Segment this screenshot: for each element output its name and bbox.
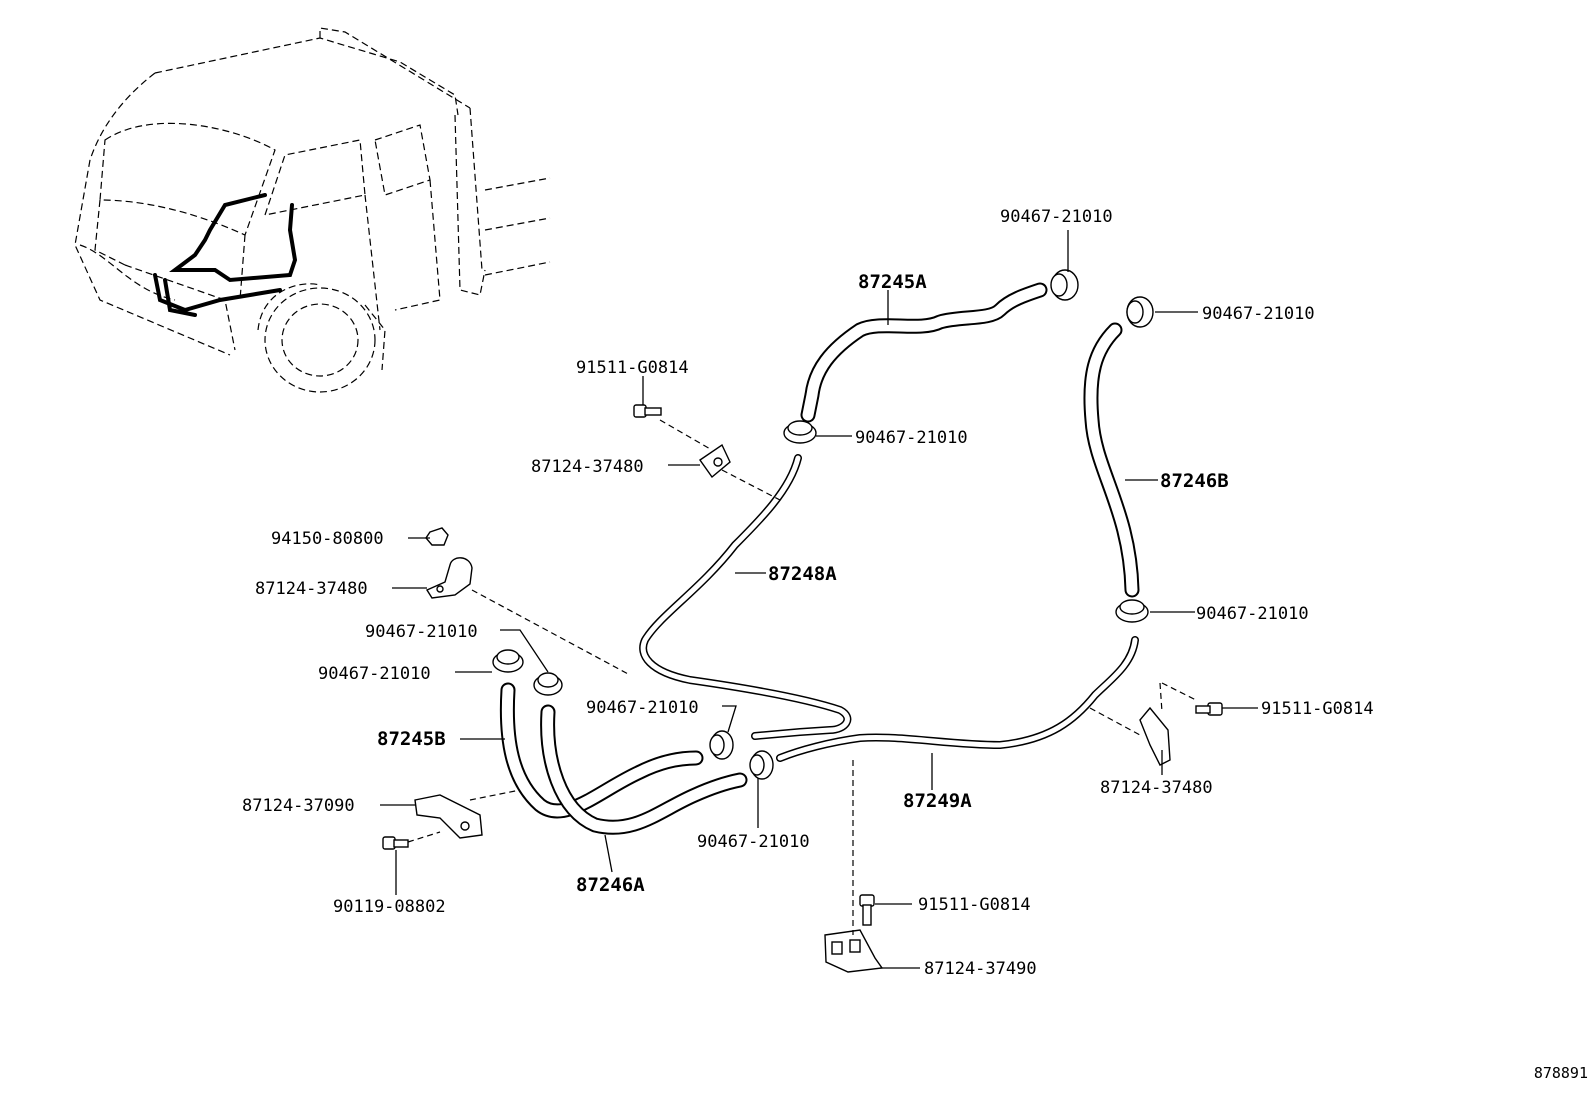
label-94150-80800: 94150-80800 — [271, 529, 384, 549]
bracket-icon — [824, 929, 884, 973]
label-90119-08802: 90119-08802 — [333, 897, 446, 917]
nut-icon — [425, 527, 449, 546]
clamp-icon — [1050, 269, 1079, 301]
hoses — [499, 282, 1140, 835]
label-87248A: 87248A — [768, 563, 837, 585]
figure-reference-number: 878891 — [1534, 1064, 1588, 1082]
bolt-icon — [633, 404, 662, 418]
leader-lines — [380, 230, 1258, 969]
bracket-icon — [699, 443, 731, 479]
label-87245B: 87245B — [377, 728, 446, 750]
hose-clamps — [492, 269, 1154, 780]
label-87245A: 87245A — [858, 271, 927, 293]
label-87246A: 87246A — [576, 874, 645, 896]
assembly-lines — [407, 419, 1197, 935]
clamp-icon — [709, 730, 734, 760]
label-90467-21010: 90467-21010 — [855, 428, 968, 448]
bracket-icon — [425, 557, 473, 599]
label-91511-G0814: 91511-G0814 — [1261, 699, 1374, 719]
clamp-icon — [1126, 296, 1154, 328]
clamp-icon — [492, 649, 524, 673]
label-90467-21010: 90467-21010 — [365, 622, 478, 642]
truck-overview — [74, 27, 551, 393]
bolt-icon — [859, 894, 875, 926]
label-90467-21010: 90467-21010 — [1000, 207, 1113, 227]
label-90467-21010: 90467-21010 — [586, 698, 699, 718]
clamp-icon — [749, 750, 774, 780]
label-90467-21010: 90467-21010 — [1202, 304, 1315, 324]
pipe-87248A — [639, 454, 852, 740]
label-87124-37490: 87124-37490 — [924, 959, 1037, 979]
label-87246B: 87246B — [1160, 470, 1229, 492]
label-87124-37480: 87124-37480 — [531, 457, 644, 477]
bolt-icon — [382, 836, 409, 850]
clamp-icon — [1115, 599, 1149, 623]
bracket-icon — [414, 794, 483, 839]
bolt-icon — [1195, 702, 1223, 716]
part-labels: 90467-21010 87245A 90467-21010 91511-G08… — [242, 207, 1588, 1082]
bracket-icon — [1139, 706, 1171, 766]
label-90467-21010: 90467-21010 — [1196, 604, 1309, 624]
bolts-and-brackets — [382, 404, 1223, 973]
label-90467-21010: 90467-21010 — [318, 664, 431, 684]
clamp-icon — [783, 420, 817, 444]
clamp-icon — [533, 672, 563, 696]
label-87124-37090: 87124-37090 — [242, 796, 355, 816]
label-87124-37480: 87124-37480 — [255, 579, 368, 599]
label-91511-G0814: 91511-G0814 — [576, 358, 689, 378]
label-90467-21010: 90467-21010 — [697, 832, 810, 852]
label-87124-37480: 87124-37480 — [1100, 778, 1213, 798]
label-87249A: 87249A — [903, 790, 972, 812]
label-91511-G0814: 91511-G0814 — [918, 895, 1031, 915]
